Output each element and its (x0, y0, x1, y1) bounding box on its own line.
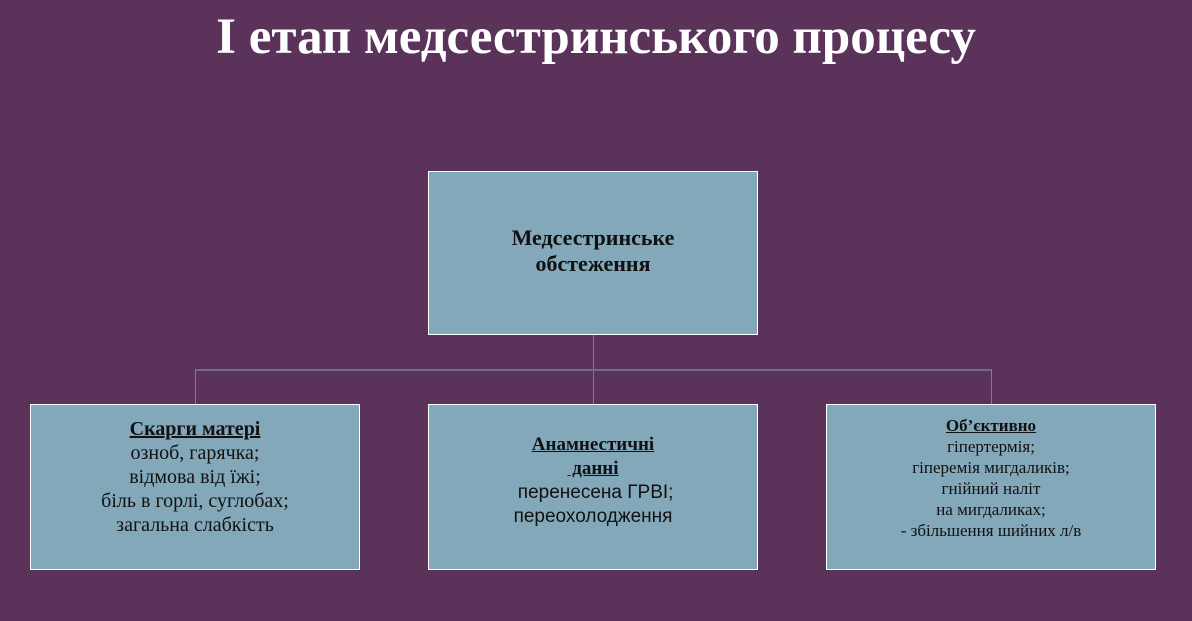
child-node-heading: Анамнестичні (531, 434, 655, 455)
slide-title: I етап медсестринського процесу (216, 9, 976, 65)
child-node-text: Анамнестичні данні перенесена ГРВІ; пере… (513, 433, 674, 529)
child-node-text: Скарги матері озноб, гарячка; відмова ві… (101, 417, 289, 537)
connector-left-vertical (195, 370, 196, 404)
child-node-line: на мигдаликах; (936, 500, 1046, 519)
connector-horizontal-bar (195, 369, 992, 371)
child-node-heading: данні (567, 458, 619, 479)
root-node-line: обстеження (535, 251, 651, 276)
connector-right-vertical (991, 370, 992, 404)
child-node-line: озноб, гарячка; (130, 442, 260, 464)
child-node-heading: Об’єктивно (945, 416, 1037, 435)
root-node-nursing-examination: Медсестринське обстеження (428, 171, 758, 335)
child-node-line: гіперемія мигдаликів; (912, 458, 1070, 477)
child-node-text: Об’єктивно гіпертермія; гіперемія мигдал… (901, 415, 1082, 541)
child-node-objective-findings: Об’єктивно гіпертермія; гіперемія мигдал… (826, 404, 1156, 570)
child-node-mother-complaints: Скарги матері озноб, гарячка; відмова ві… (30, 404, 360, 570)
child-node-line: гіпертермія; (947, 437, 1035, 456)
child-node-line: загальна слабкість (116, 514, 274, 536)
child-node-line: - збільшення шийних л/в (900, 521, 1082, 540)
root-node-text: Медсестринське обстеження (512, 225, 675, 277)
child-node-heading: Скарги матері (129, 418, 261, 440)
child-node-line: гнійний наліт (941, 479, 1041, 498)
child-node-line: перенесена ГРВІ; (512, 482, 674, 503)
child-node-anamnesis-data: Анамнестичні данні перенесена ГРВІ; пере… (428, 404, 758, 570)
child-node-line: відмова від їжі; (129, 466, 261, 488)
child-node-line: біль в горлі, суглобах; (101, 490, 289, 512)
root-node-line: Медсестринське (511, 225, 675, 250)
child-node-line: переохолодження (513, 506, 673, 527)
